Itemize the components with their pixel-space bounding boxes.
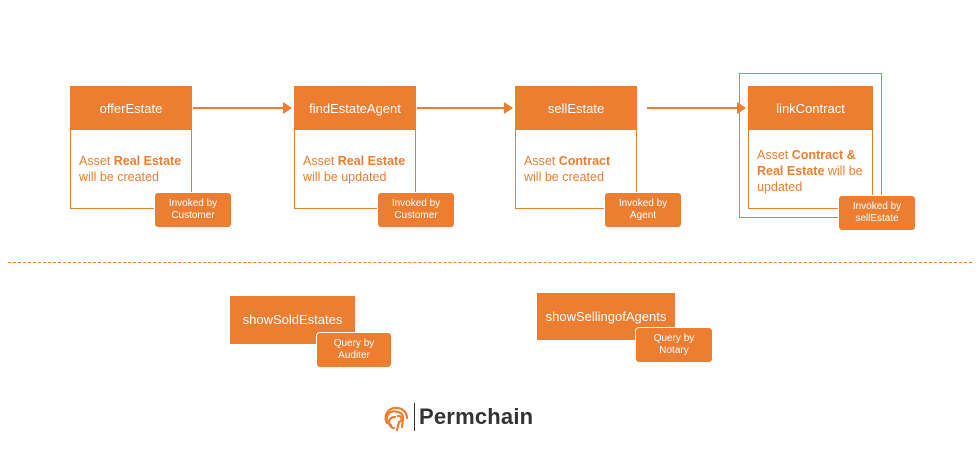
invoker-badge: Invoked by Agent <box>604 192 682 228</box>
invoker-badge: Invoked by Customer <box>377 192 455 228</box>
flow-arrow <box>417 102 513 114</box>
section-divider <box>8 262 972 263</box>
transaction-title: offerEstate <box>70 86 192 130</box>
flow-arrow <box>193 102 292 114</box>
query-badge: Query by Notary <box>635 327 713 363</box>
transaction-description: Asset Real Estate will be created <box>79 154 182 184</box>
transaction-title: findEstateAgent <box>294 86 416 130</box>
transaction-title: sellEstate <box>515 86 637 130</box>
invoker-badge: Invoked by sellEstate <box>838 195 916 231</box>
invoker-badge: Invoked by Customer <box>154 192 232 228</box>
transaction-card-findEstateAgent: findEstateAgent Asset Real Estate will b… <box>294 86 416 209</box>
logo-wordmark: Permchain <box>419 404 534 429</box>
flow-arrow <box>647 102 746 114</box>
transaction-title: linkContract <box>748 86 873 130</box>
query-box-showSoldEstates: showSoldEstates <box>230 296 355 344</box>
query-badge: Query by Auditer <box>316 332 392 368</box>
fingerprint-icon <box>382 403 412 433</box>
transaction-card-linkContract: linkContract Asset Contract & Real Estat… <box>748 86 873 209</box>
transaction-card-sellEstate: sellEstate Asset Contract will be create… <box>515 86 637 209</box>
transaction-description: Asset Contract & Real Estate will be upd… <box>757 148 863 194</box>
transaction-description: Asset Real Estate will be updated <box>303 154 406 184</box>
transaction-card-offerEstate: offerEstate Asset Real Estate will be cr… <box>70 86 192 209</box>
transaction-description: Asset Contract will be created <box>524 154 611 184</box>
logo-separator <box>414 403 415 431</box>
